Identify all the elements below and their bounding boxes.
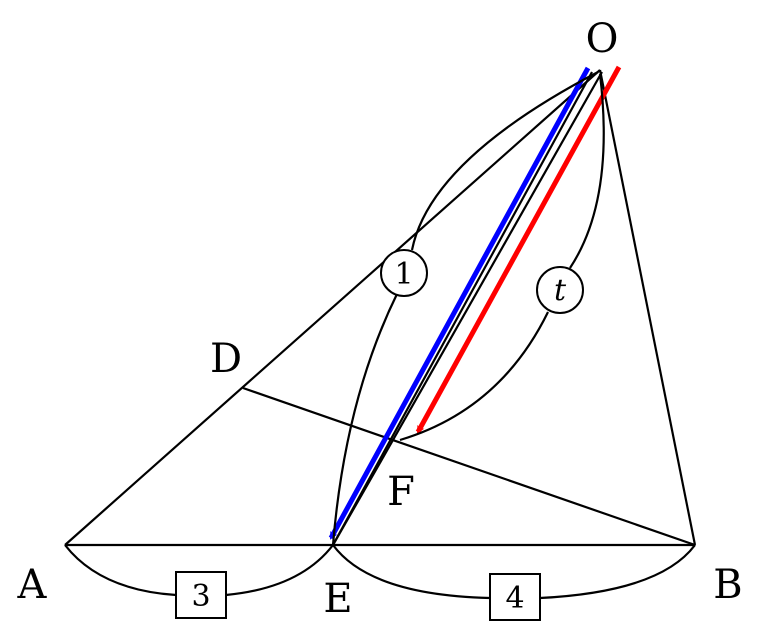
arc-EB-right xyxy=(539,544,696,600)
arc-OF-upper xyxy=(569,73,605,269)
segment-OB xyxy=(598,69,697,546)
arc-OE-lower xyxy=(331,293,398,546)
label-4: 4 xyxy=(505,581,524,616)
label-t: t xyxy=(554,273,567,308)
arc-OE-upper xyxy=(410,71,599,251)
segment-OE xyxy=(332,71,593,546)
segment-OA xyxy=(64,69,601,546)
vector-OF-red xyxy=(415,65,622,434)
point-label-O: O xyxy=(586,16,619,62)
arc-AE-right xyxy=(225,544,334,597)
point-label-D: D xyxy=(210,336,242,382)
label-circle-1 xyxy=(380,249,428,297)
point-label-F: F xyxy=(387,469,415,515)
label-3: 3 xyxy=(191,579,210,614)
segment-OF xyxy=(392,71,603,441)
segment-FE xyxy=(332,439,394,546)
point-label-A: A xyxy=(17,562,48,608)
label-1: 1 xyxy=(394,257,413,292)
segment-DB xyxy=(242,386,696,547)
label-box-3 xyxy=(175,571,227,619)
point-label-E: E xyxy=(323,576,352,622)
arc-EB-left xyxy=(332,544,491,600)
label-box-4 xyxy=(489,573,541,621)
arc-AE-left xyxy=(64,544,177,597)
vector-OE-blue xyxy=(328,66,591,540)
label-circle-t xyxy=(536,266,584,314)
arc-OF-lower xyxy=(399,311,549,442)
point-label-B: B xyxy=(713,562,742,608)
